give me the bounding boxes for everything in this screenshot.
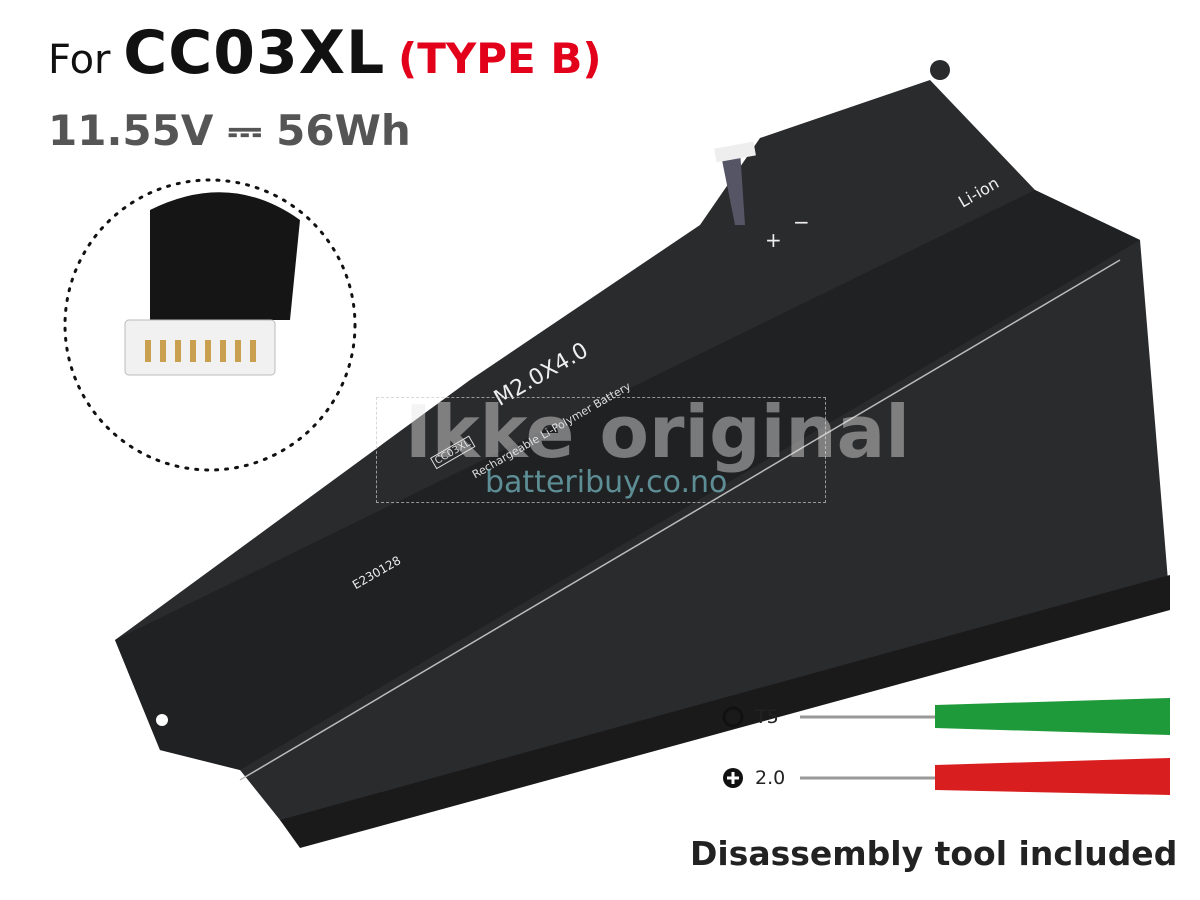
torx-icon: [722, 706, 744, 728]
tool-label-t5: T5: [755, 706, 779, 728]
heading: For CC03XL (TYPE B): [48, 18, 602, 88]
heading-prefix: For: [48, 37, 111, 83]
energy: 56Wh: [276, 106, 411, 155]
screwdriver-ph2: [800, 758, 1170, 795]
specs: 11.55V ⎓ 56Wh: [48, 106, 411, 156]
watermark-site: batteribuy.co.no: [485, 465, 728, 500]
type-label: (TYPE B): [398, 34, 602, 83]
minus-label: −: [793, 210, 810, 234]
model-name: CC03XL: [123, 18, 386, 88]
screwdriver-t5: [800, 698, 1170, 735]
watermark-box: [376, 397, 826, 503]
connector-callout: [63, 178, 357, 472]
dc-symbol: ⎓: [227, 106, 262, 155]
watermark-text: Ikke original: [405, 390, 910, 474]
voltage: 11.55V: [48, 106, 214, 155]
plus-label: +: [765, 228, 782, 252]
tool-label-ph2: 2.0: [755, 767, 786, 789]
footer-text: Disassembly tool included: [690, 834, 1178, 873]
